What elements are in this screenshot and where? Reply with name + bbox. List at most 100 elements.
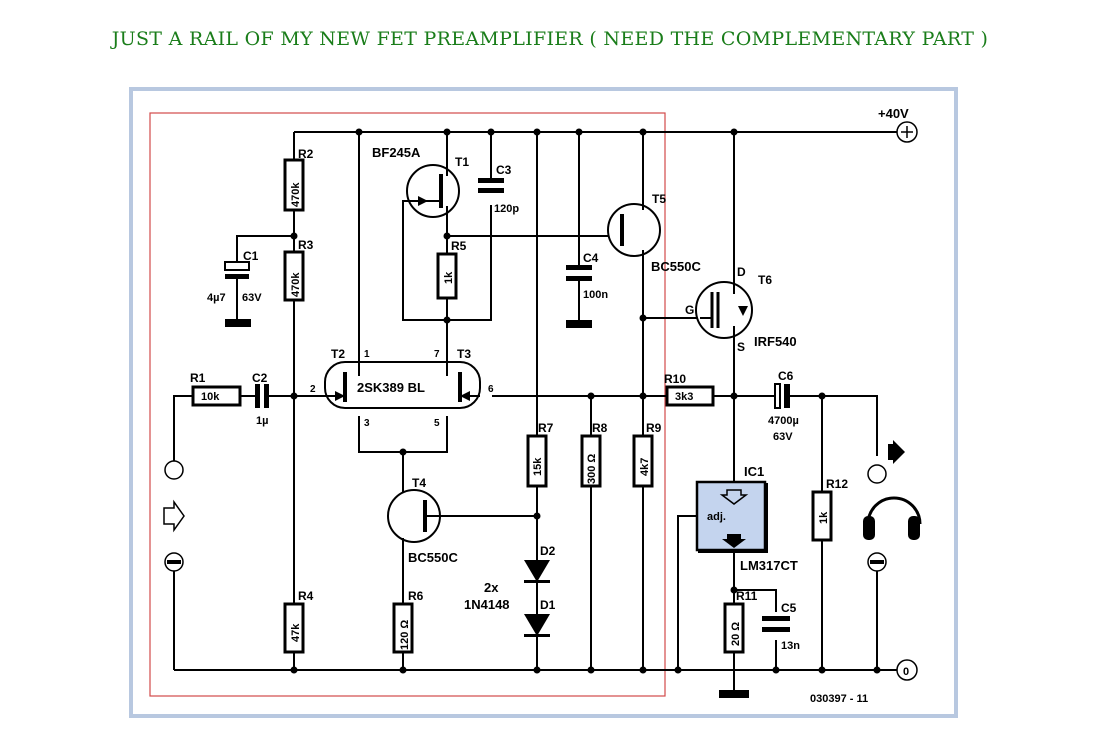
- r6-ref: R6: [408, 589, 424, 603]
- d1-ref: D1: [540, 598, 556, 612]
- t6-pin-d: D: [737, 265, 746, 279]
- c6-plate-a: [774, 383, 781, 409]
- r7-ref: R7: [538, 421, 554, 435]
- r2-ref: R2: [298, 147, 314, 161]
- ground-rail-label: 0: [903, 666, 909, 678]
- c3-value: 120p: [494, 203, 519, 215]
- r1-value: 10k: [201, 391, 220, 403]
- t4-part: BC550C: [408, 550, 458, 565]
- c5-plate-a: [762, 616, 790, 621]
- output-arrow-icon: [893, 440, 905, 464]
- input-jack: [164, 460, 184, 480]
- r3-value: 470k: [290, 272, 302, 297]
- c6-value: 4700µ: [768, 415, 799, 427]
- c4-ref: C4: [583, 251, 599, 265]
- dual-fet-part: 2SK389 BL: [357, 380, 425, 395]
- r11-body: [723, 602, 745, 654]
- diode-part: 1N4148: [464, 597, 510, 612]
- dual-fet-pin-7: 7: [434, 349, 440, 360]
- t6-part: IRF540: [754, 334, 797, 349]
- r10-body: [665, 385, 715, 407]
- r1-body: [191, 385, 242, 407]
- d2-symbol: [524, 560, 550, 582]
- c3-plate-a: [478, 178, 504, 183]
- t4-ref: T4: [412, 476, 426, 490]
- t2-ref: T2: [331, 347, 345, 361]
- footer-code: 030397 - 11: [810, 693, 868, 705]
- diode-count: 2x: [484, 580, 499, 595]
- d1-symbol: [524, 614, 550, 636]
- c1-plate-bottom: [225, 274, 249, 279]
- ic1-adj-label: adj.: [707, 511, 726, 523]
- c3-ref: C3: [496, 163, 512, 177]
- c2-ref: C2: [252, 371, 268, 385]
- c6-plate-b: [784, 384, 790, 408]
- r7-body: [526, 434, 548, 488]
- positive-rail: [294, 121, 918, 143]
- lm317-regulator: [695, 480, 768, 553]
- r8-value: 300 Ω: [586, 454, 598, 484]
- r5-ref: R5: [451, 239, 467, 253]
- t1-part: BF245A: [372, 145, 421, 160]
- t5-part: BC550C: [651, 259, 701, 274]
- c2-plate-b: [264, 384, 269, 408]
- highlight-box: [149, 112, 666, 697]
- ic1-part: LM317CT: [740, 558, 798, 573]
- c6-voltage: 63V: [773, 431, 793, 443]
- dual-fet-pin-2: 2: [310, 384, 316, 395]
- r11-value: 20 Ω: [730, 622, 742, 646]
- r5-value: 1k: [443, 271, 455, 284]
- ground-rail: [174, 659, 918, 681]
- r9-ref: R9: [646, 421, 662, 435]
- t1-symbol: [406, 164, 460, 218]
- c1-voltage: 63V: [242, 292, 262, 304]
- headphones-icon: [863, 496, 922, 540]
- t3-ref: T3: [457, 347, 471, 361]
- r12-ref: R12: [826, 477, 848, 491]
- c5-plate-b: [762, 627, 790, 632]
- r2-body: [283, 158, 305, 212]
- r6-value: 120 Ω: [399, 620, 411, 650]
- dual-fet-pin-3: 3: [364, 418, 370, 429]
- c4-plate-b: [566, 276, 592, 281]
- t1-ref: T1: [455, 155, 469, 169]
- r3-ref: R3: [298, 238, 314, 252]
- ic1-ground-symbol: [719, 690, 749, 698]
- r4-body: [283, 602, 305, 654]
- c3-plate-b: [478, 188, 504, 193]
- r9-body: [632, 434, 654, 488]
- t6-ref: T6: [758, 273, 772, 287]
- c2-plate-a: [255, 384, 260, 408]
- r4-ref: R4: [298, 589, 314, 603]
- page-title: JUST A RAIL OF MY NEW FET PREAMPLIFIER (…: [111, 28, 989, 50]
- c4-value: 100n: [583, 289, 608, 301]
- r10-value: 3k3: [675, 391, 693, 403]
- c4-plate-a: [566, 265, 592, 270]
- r2-value: 470k: [290, 182, 302, 207]
- c1-ref: C1: [243, 249, 259, 263]
- t6-pin-s: S: [737, 340, 745, 354]
- t5-ref: T5: [652, 192, 666, 206]
- r10-ref: R10: [664, 372, 686, 386]
- c2-value: 1µ: [256, 415, 268, 427]
- r6-body: [392, 602, 414, 654]
- c1-plate-top: [224, 261, 250, 271]
- c5-value: 13n: [781, 640, 800, 652]
- dual-fet-pin-6: 6: [488, 384, 494, 395]
- r7-value: 15k: [532, 457, 544, 476]
- r8-body: [580, 434, 602, 488]
- t6-symbol: [695, 281, 753, 339]
- c1-value: 4µ7: [207, 292, 226, 304]
- dual-fet-2sk389: [312, 361, 481, 409]
- dual-fet-pin-5: 5: [434, 418, 440, 429]
- r9-value: 4k7: [639, 458, 651, 476]
- d2-ref: D2: [540, 544, 556, 558]
- c4-ground-symbol: [566, 320, 592, 328]
- outer-frame: [129, 87, 958, 718]
- r3-body: [283, 250, 305, 302]
- ic1-ref: IC1: [744, 464, 764, 479]
- output-jack: [867, 464, 887, 484]
- junction-dots: [290, 128, 881, 674]
- t5-symbol: [607, 203, 661, 257]
